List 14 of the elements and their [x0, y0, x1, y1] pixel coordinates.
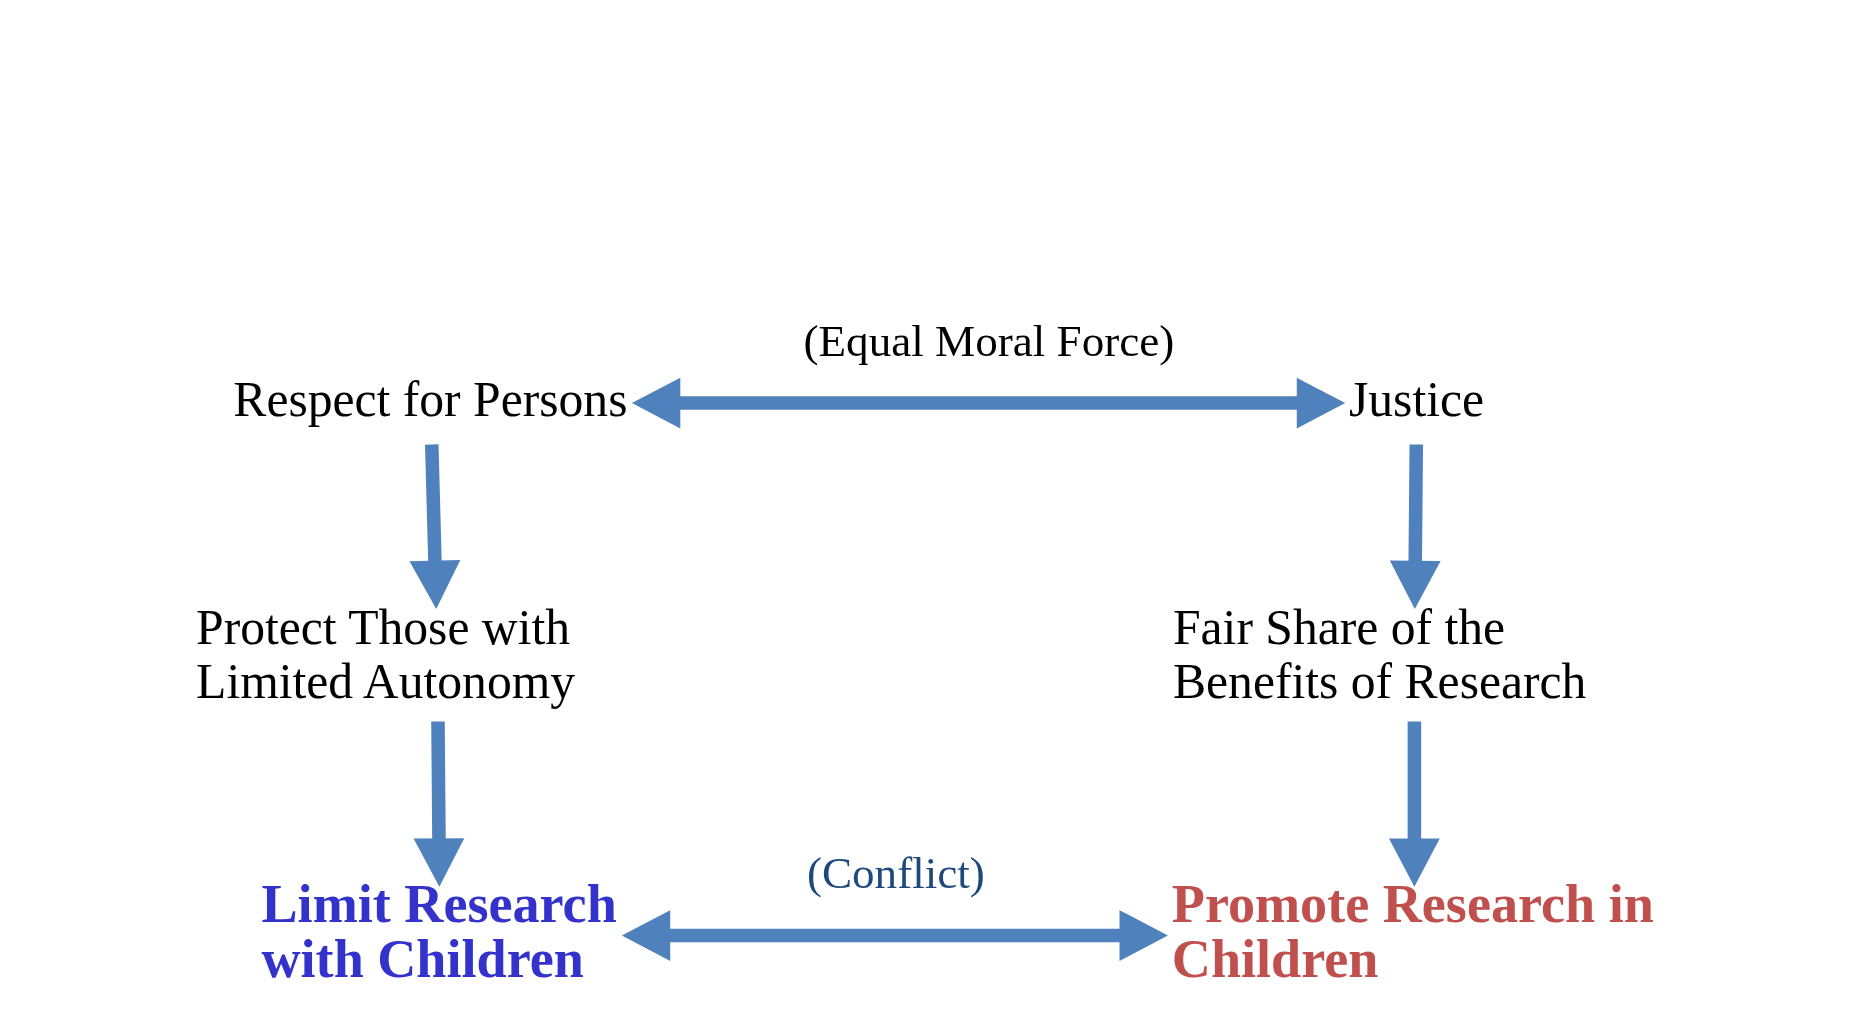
edge-label: (Equal Moral Force)	[803, 315, 1174, 366]
node-text: Protect Those with Limited Autonomy	[195, 599, 575, 709]
arrow	[1388, 721, 1440, 887]
node-text: Fair Share of the Benefits of Research	[1172, 599, 1586, 709]
node-text: Respect for Persons	[232, 371, 627, 427]
arrow	[409, 444, 460, 610]
node-text: Promote Research in Children	[1171, 874, 1654, 989]
arrow	[413, 721, 464, 887]
arrow	[621, 910, 1168, 961]
node-text: Justice	[1348, 371, 1484, 427]
node-text: Limit Research with Children	[261, 874, 617, 989]
arrow	[1389, 444, 1441, 610]
edge-label: (Conflict)	[806, 848, 985, 899]
arrow	[631, 377, 1345, 429]
